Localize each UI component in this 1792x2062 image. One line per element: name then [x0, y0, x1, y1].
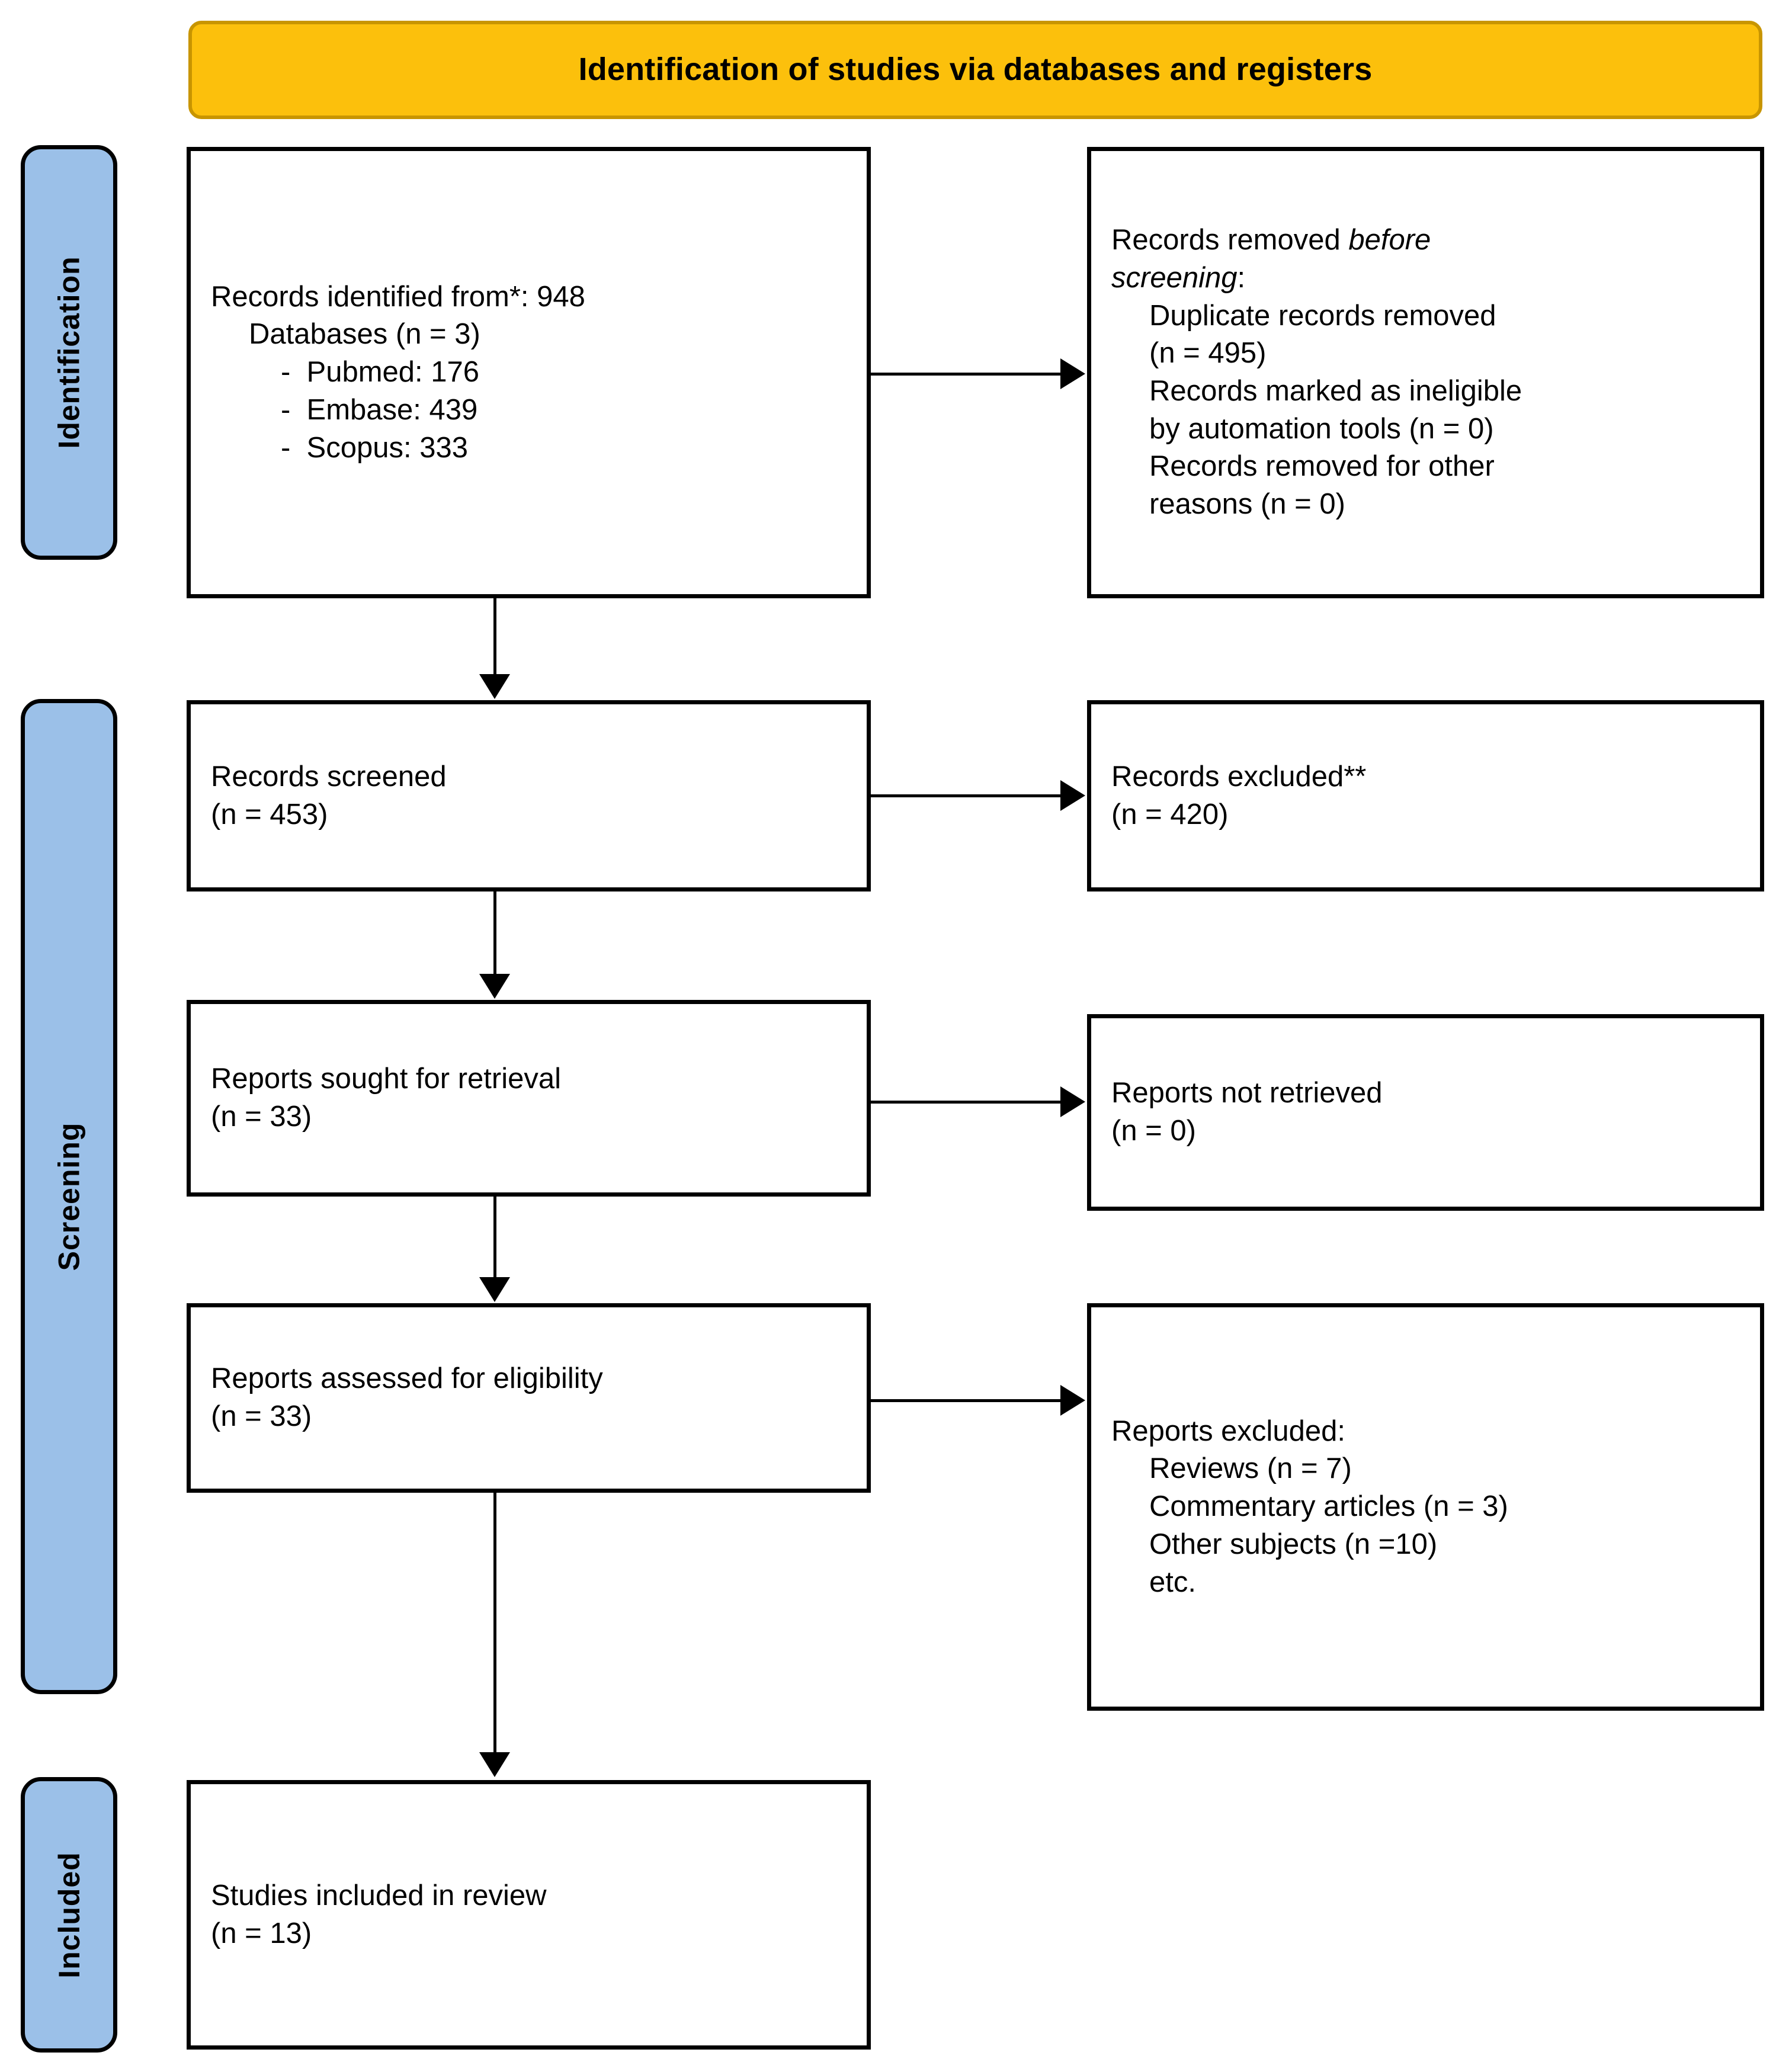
- connector-assessed-to-included-line: [493, 1493, 496, 1753]
- connector-identified-to-removed-line: [871, 373, 1060, 376]
- box-records-identified: Records identified from*: 948 Databases …: [187, 147, 871, 598]
- stage-label-identification: Identification: [21, 145, 117, 560]
- records-removed-line-1: Records removed before: [1111, 222, 1740, 259]
- records-removed-other: Records removed for other: [1149, 450, 1495, 483]
- records-removed-line-2-emphasis: screening: [1111, 261, 1238, 294]
- box-records-screened-content: Records screened (n = 453): [191, 758, 867, 833]
- studies-included-line-2: (n = 13): [211, 1917, 312, 1949]
- records-removed-other-n: reasons (n = 0): [1149, 488, 1345, 521]
- connector-identified-to-removed-arrowhead: [1060, 358, 1085, 389]
- records-identified-line-2: Databases (n = 3): [249, 318, 480, 351]
- records-removed-duplicates-n: (n = 495): [1149, 337, 1267, 370]
- box-reports-excluded-content: Reports excluded: Reviews (n = 7) Commen…: [1091, 1413, 1760, 1601]
- reports-excluded-other-subjects: Other subjects (n =10): [1149, 1528, 1438, 1560]
- box-records-excluded: Records excluded** (n = 420): [1087, 700, 1764, 891]
- box-reports-not-retrieved-content: Reports not retrieved (n = 0): [1091, 1075, 1760, 1150]
- studies-included-line-1: Studies included in review: [211, 1879, 547, 1912]
- records-identified-bullet-embase: - Embase: 439: [281, 393, 478, 426]
- records-screened-line-1: Records screened: [211, 760, 447, 793]
- connector-sought-to-not-retrieved-line: [871, 1101, 1060, 1104]
- records-removed-line-2-colon: :: [1237, 261, 1246, 294]
- stage-label-screening-text: Screening: [52, 1122, 86, 1271]
- box-reports-sought-for-retrieval: Reports sought for retrieval (n = 33): [187, 1000, 871, 1197]
- records-removed-line-1-a: Records removed: [1111, 224, 1349, 256]
- connector-screened-to-sought-arrowhead: [479, 974, 510, 999]
- records-identified-line-1: Records identified from*: 948: [211, 280, 585, 313]
- banner-title: Identification of studies via databases …: [578, 52, 1373, 88]
- box-reports-assessed-content: Reports assessed for eligibility (n = 33…: [191, 1360, 867, 1435]
- reports-not-retrieved-line-2: (n = 0): [1111, 1115, 1196, 1147]
- box-records-removed-content: Records removed before screening: Duplic…: [1091, 222, 1760, 524]
- records-removed-ineligible: Records marked as ineligible: [1149, 375, 1522, 407]
- connector-assessed-to-included-arrowhead: [479, 1752, 510, 1777]
- box-records-removed-before-screening: Records removed before screening: Duplic…: [1087, 147, 1764, 598]
- connector-sought-to-not-retrieved-arrowhead: [1060, 1086, 1085, 1117]
- box-records-identified-content: Records identified from*: 948 Databases …: [191, 278, 867, 467]
- connector-assessed-to-excluded-arrowhead: [1060, 1385, 1085, 1416]
- stage-label-included: Included: [21, 1777, 117, 2053]
- records-excluded-line-2: (n = 420): [1111, 798, 1229, 830]
- records-removed-line-2: screening:: [1111, 259, 1740, 297]
- box-records-excluded-content: Records excluded** (n = 420): [1091, 758, 1760, 833]
- reports-assessed-line-1: Reports assessed for eligibility: [211, 1362, 603, 1395]
- diagram-header-banner: Identification of studies via databases …: [188, 21, 1762, 119]
- box-reports-sought-content: Reports sought for retrieval (n = 33): [191, 1060, 867, 1136]
- connector-screened-to-excluded-line: [871, 794, 1060, 797]
- records-removed-duplicates: Duplicate records removed: [1149, 299, 1496, 332]
- reports-excluded-commentary: Commentary articles (n = 3): [1149, 1490, 1508, 1523]
- box-reports-not-retrieved: Reports not retrieved (n = 0): [1087, 1014, 1764, 1211]
- connector-identified-to-screened-arrowhead: [479, 674, 510, 699]
- box-records-screened: Records screened (n = 453): [187, 700, 871, 891]
- stage-label-identification-text: Identification: [52, 256, 86, 449]
- records-removed-ineligible-n: by automation tools (n = 0): [1149, 412, 1494, 445]
- records-screened-line-2: (n = 453): [211, 798, 328, 830]
- records-identified-bullet-pubmed: - Pubmed: 176: [281, 356, 480, 389]
- reports-not-retrieved-line-1: Reports not retrieved: [1111, 1077, 1383, 1109]
- connector-screened-to-sought-line: [493, 891, 496, 975]
- box-reports-assessed-for-eligibility: Reports assessed for eligibility (n = 33…: [187, 1303, 871, 1493]
- reports-excluded-etc: etc.: [1149, 1566, 1196, 1598]
- stage-label-included-text: Included: [52, 1851, 86, 1978]
- reports-excluded-line-1: Reports excluded:: [1111, 1415, 1345, 1447]
- connector-assessed-to-excluded-line: [871, 1399, 1060, 1402]
- records-removed-line-1-emphasis: before: [1348, 224, 1431, 256]
- reports-sought-line-1: Reports sought for retrieval: [211, 1063, 561, 1095]
- box-reports-excluded: Reports excluded: Reviews (n = 7) Commen…: [1087, 1303, 1764, 1711]
- connector-identified-to-screened-line: [493, 598, 496, 675]
- records-excluded-line-1: Records excluded**: [1111, 760, 1367, 793]
- connector-screened-to-excluded-arrowhead: [1060, 780, 1085, 811]
- box-studies-included-content: Studies included in review (n = 13): [191, 1877, 867, 1952]
- connector-sought-to-assessed-arrowhead: [479, 1277, 510, 1302]
- connector-sought-to-assessed-line: [493, 1197, 496, 1278]
- stage-label-screening: Screening: [21, 699, 117, 1694]
- box-studies-included-in-review: Studies included in review (n = 13): [187, 1780, 871, 2050]
- records-identified-bullet-scopus: - Scopus: 333: [281, 431, 468, 464]
- reports-sought-line-2: (n = 33): [211, 1101, 312, 1133]
- reports-excluded-reviews: Reviews (n = 7): [1149, 1452, 1352, 1485]
- reports-assessed-line-2: (n = 33): [211, 1400, 312, 1432]
